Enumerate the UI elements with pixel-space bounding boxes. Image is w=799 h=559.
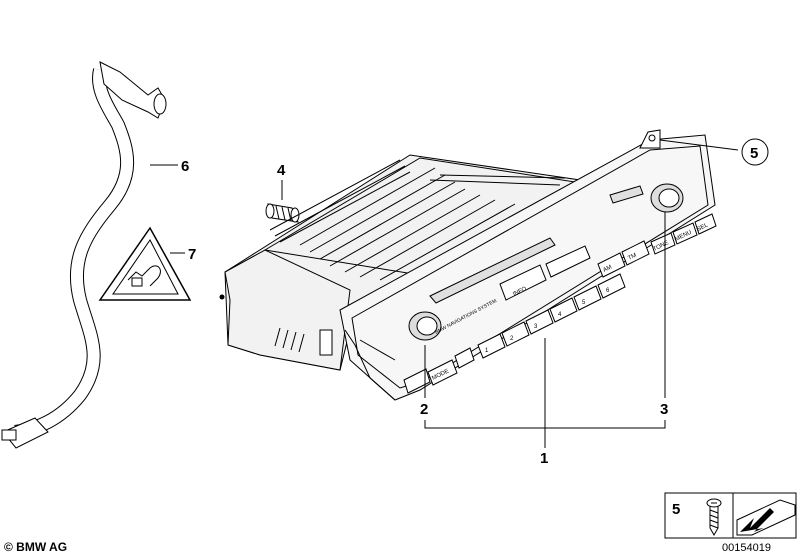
arrow-icon (736, 499, 796, 536)
preset-buttons: 1 2 3 4 5 6 (477, 273, 626, 359)
svg-text:4: 4 (558, 312, 562, 318)
callout-1: 1 (540, 450, 548, 467)
button-menu: MENU (672, 222, 698, 245)
diagram-code: 00154019 (722, 542, 771, 554)
svg-text:3: 3 (534, 324, 538, 330)
callout-4: 4 (277, 162, 286, 179)
leader-5 (659, 139, 739, 151)
warning-label-part (98, 226, 192, 301)
vent-grid (299, 167, 566, 283)
control-knob (650, 183, 684, 213)
svg-text:2: 2 (510, 336, 514, 342)
volume-knob (408, 311, 442, 341)
bracket-1 (424, 420, 666, 429)
button-info: INFO (499, 264, 547, 301)
screw-icon (706, 498, 722, 537)
button-am: AM (597, 252, 626, 278)
svg-text:TM: TM (627, 253, 637, 262)
copyright-text: © BMW AG (4, 540, 68, 554)
cable-part (1, 61, 167, 449)
sleeve-part (265, 203, 300, 223)
svg-text:AM: AM (602, 264, 613, 273)
callout-2: 2 (420, 401, 428, 418)
button-back (403, 368, 431, 394)
callout-7: 7 (188, 246, 196, 263)
head-unit-part: BMW NAVIGATIONS SYSTEM INFO MODE 1 2 3 4… (224, 129, 717, 401)
button-blank (545, 245, 591, 278)
callout-3: 3 (660, 401, 668, 418)
svg-text:5: 5 (582, 300, 586, 306)
svg-text:1: 1 (485, 348, 489, 354)
button-play (454, 347, 475, 369)
legend-part-number: 5 (672, 501, 680, 518)
callout-5: 5 (750, 145, 758, 162)
connection-point (219, 294, 225, 300)
svg-text:6: 6 (606, 288, 610, 294)
svg-text:SEL: SEL (696, 222, 709, 233)
button-sel: SEL (694, 213, 717, 235)
button-tm: TM (621, 240, 650, 266)
callout-circle-5 (741, 138, 769, 166)
legend-box: 5 (664, 492, 797, 539)
button-mode: MODE (427, 359, 458, 386)
svg-text:INFO: INFO (512, 286, 528, 298)
callout-6: 6 (181, 158, 189, 175)
